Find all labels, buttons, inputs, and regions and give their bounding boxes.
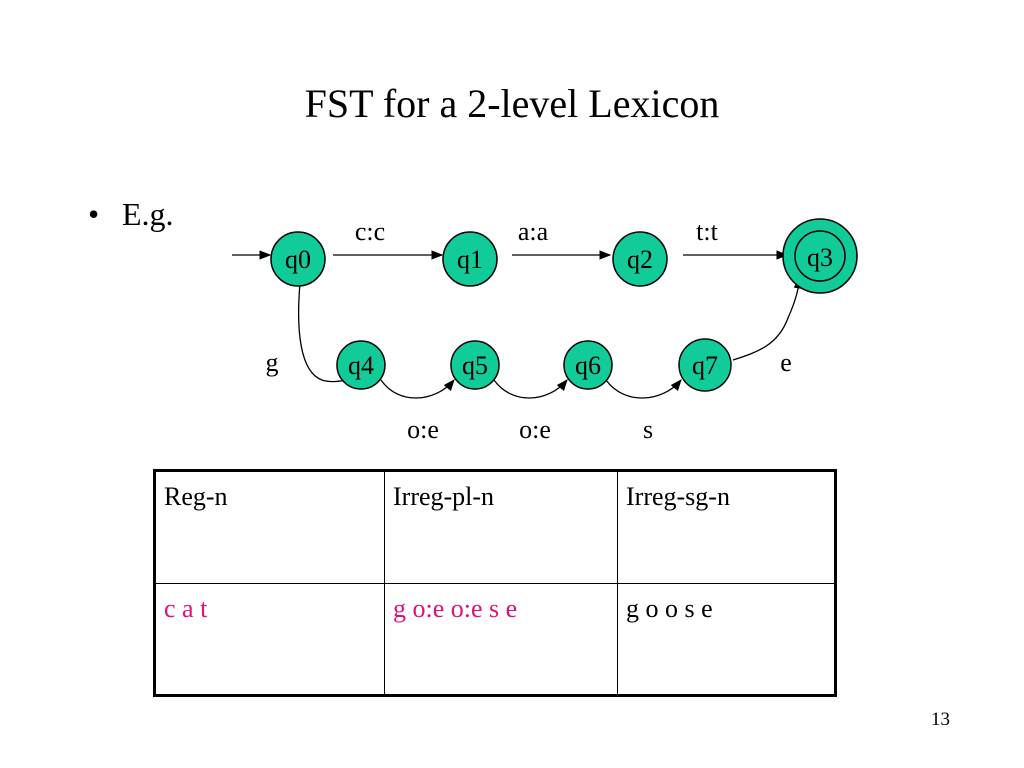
cell-geese: g o:e o:e s e [384, 582, 618, 696]
edge-q7-q3 [732, 276, 803, 361]
state-q6: q6 [563, 340, 613, 390]
edge-label-s: s [643, 415, 653, 444]
state-q0: q0 [270, 231, 326, 287]
state-label: q7 [692, 351, 718, 380]
edge-label-o-e-2: o:e [519, 415, 551, 444]
header-irreg-sg-n: Irreg-sg-n [617, 470, 836, 584]
cell-goose: g o o s e [617, 582, 836, 696]
state-label: q4 [348, 351, 374, 380]
state-q4: q4 [336, 340, 386, 390]
edge-label-a-a: a:a [518, 217, 549, 246]
state-q2: q2 [612, 231, 668, 287]
state-q1: q1 [442, 231, 498, 287]
edge-label-t-t: t:t [696, 217, 718, 246]
state-label: q2 [627, 245, 653, 274]
header-reg-n: Reg-n [154, 470, 385, 584]
state-label: q1 [457, 245, 483, 274]
state-q3-final: q3 [782, 218, 858, 294]
edge-label-c-c: c:c [355, 217, 385, 246]
state-q5: q5 [450, 340, 500, 390]
table-header-row: Reg-n Irreg-pl-n Irreg-sg-n [154, 470, 836, 584]
state-label: q3 [807, 243, 833, 272]
edge-q4-q5 [380, 379, 455, 399]
page-number: 13 [931, 709, 950, 730]
bullet-item: • E.g. [88, 194, 174, 234]
bullet-text: E.g. [122, 196, 174, 232]
cell-cat: c a t [154, 582, 385, 696]
edge-q6-q7 [605, 379, 682, 399]
lexicon-table: Reg-n Irreg-pl-n Irreg-sg-n c a t g o:e … [153, 469, 837, 697]
state-label: q6 [575, 351, 601, 380]
state-q7: q7 [678, 338, 732, 392]
table-row: c a t g o:e o:e s e g o o s e [154, 582, 836, 696]
header-irreg-pl-n: Irreg-pl-n [384, 470, 618, 584]
edge-q5-q6 [493, 379, 568, 399]
edge-label-o-e-1: o:e [407, 415, 439, 444]
state-label: q0 [285, 245, 311, 274]
edge-label-e: e [780, 348, 792, 377]
edge-label-g: g [266, 348, 279, 377]
state-label: q5 [462, 351, 488, 380]
slide-title: FST for a 2-level Lexicon [304, 81, 720, 126]
bullet-icon: • [88, 196, 100, 232]
